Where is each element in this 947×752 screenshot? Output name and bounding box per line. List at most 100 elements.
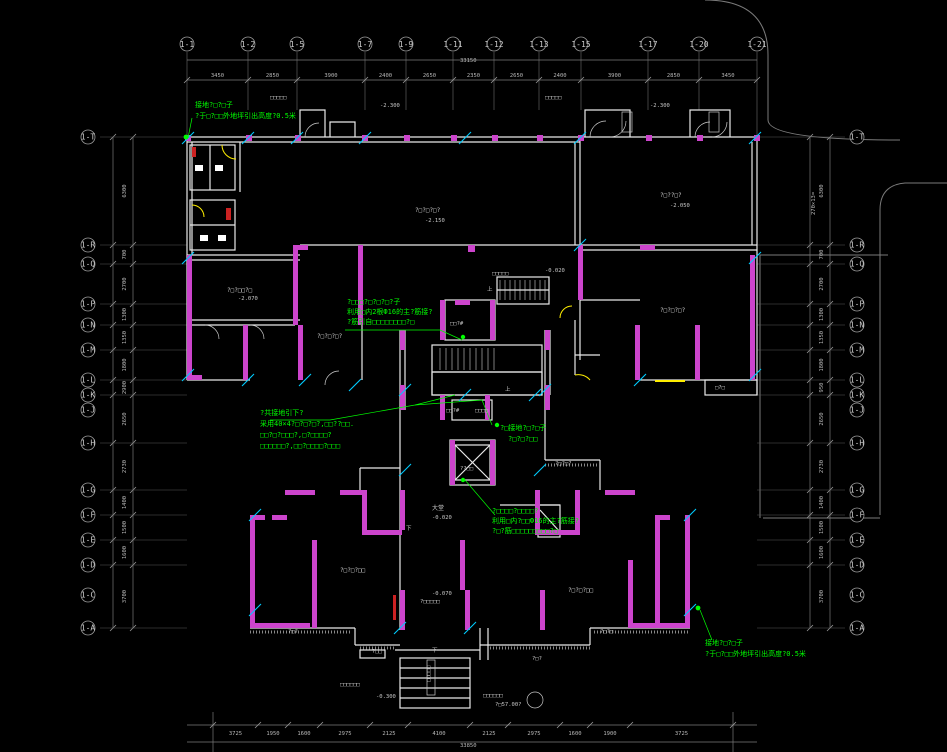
bottom-small-2: ?□? [532,656,542,662]
bottom-dimension-value: 1600 [297,731,310,737]
bottom-label: □□□□□□ [340,682,361,688]
annotation-dots [183,134,701,611]
bottom-small-1: ?□? [288,629,298,635]
grid-bubble-top [357,36,373,52]
grid-bubble-right [849,296,865,312]
grid-bubble-left [80,402,96,418]
grid-label-right: 1-N [850,321,865,330]
bottom-dimension-value: 2125 [482,731,495,737]
left-dimension-value: 2900 [122,381,128,394]
right-dimension-value: 950 [819,383,825,393]
dim-tick [366,721,374,729]
grid-label-left: 1-N [81,321,96,330]
dim-tick [209,721,217,729]
left-dimension-value: 6300 [122,184,128,197]
grid-label-right: 1-H [850,439,865,448]
bottom-dimension-value: 3725 [675,731,688,737]
grid-bubble-right [849,620,865,636]
dim-tick [535,76,543,84]
door-swings-white [204,120,728,386]
grid-label-right: 1-C [850,591,865,600]
room-level-hall: -2.150 [425,218,445,224]
grid-bubble-left [80,342,96,358]
grid-label-right: 1-K [850,391,865,400]
section-cut-mark [241,131,255,145]
dim-tick [490,76,498,84]
right-dimension-values: 6300700270013001350180095026502730140015… [819,184,825,603]
section-cut-mark [393,621,407,635]
dim-tick [316,721,324,729]
bottom-dimension-value: 2125 [382,731,395,737]
grid-bubble-right [849,387,865,403]
grid-bubble-top [691,36,707,52]
grid-label-top: 1-20 [689,40,708,49]
right-dimension-value: 6300 [819,184,825,197]
grid-label-top: 1-13 [529,40,548,49]
section-cut-mark [538,383,552,397]
right-flat-label: ?□?□?□□ [568,587,594,594]
bottom-dimension-value: 2975 [527,731,540,737]
note-3-line-4: □□□□□□?,□□?□□□□?□□□ [260,442,340,450]
up-mark-2: 上 [505,385,511,393]
room-labels: ?□?□?□? -2.150 ?□??□? -2.050 ?□?□□?□ -2.… [227,192,726,708]
shaft-label-1: □□?# [450,321,464,327]
grid-label-left: 1-T [81,133,96,142]
grid-label-right: 1-A [850,624,865,633]
grid-bubble-top [240,36,256,52]
top-dimension-value: 3900 [324,73,337,79]
note-4-line-2: ?□?□?□□ [508,435,538,443]
hatch-edges [250,463,688,650]
toilet-fixtures [195,165,226,241]
note-1-line-2: ?于□?□□外地坪引出高度?0.5米 [195,111,296,120]
right-dimension-value: 700 [819,250,825,260]
vertical-grid-lines [186,52,758,255]
fire-hydrants [192,147,396,620]
right-dimension-value: 1350 [819,331,825,344]
note-6-line-2: ?于□?□□外地坪引出高度?0.5米 [705,649,806,658]
note-1-line-1: 接地?□?□子 [195,100,233,109]
grid-label-top: 1-12 [484,40,503,49]
section-cut-mark [398,383,412,397]
structural-columns [185,135,760,630]
grid-label-top: 1-2 [241,40,256,49]
bottom-dimension-value: 1900 [603,731,616,737]
grid-bubble-right [849,256,865,272]
grid-bubble-top [445,36,461,52]
grid-label-left: 1-E [81,536,96,545]
bottom-small-4: ?□□ [372,649,383,655]
grid-label-top: 1-17 [638,40,657,49]
section-cut-mark [358,131,372,145]
grid-bubble-left [80,317,96,333]
section-cut-mark [290,131,304,145]
section-cut-mark [528,388,542,402]
left-dimension-value: 3700 [122,590,128,603]
bottom-dimension-value: 3725 [229,731,242,737]
grid-label-right: 1-R [850,241,865,250]
section-cut-mark [683,603,697,617]
grid-bubble-left [80,296,96,312]
grid-bubble-left [80,372,96,388]
right-dimension-value: 1600 [819,546,825,559]
grid-label-right: 1-E [850,536,865,545]
annotation-leaders [187,117,713,641]
grid-label-left: 1-L [81,376,96,385]
left-dimension-value: 1300 [122,308,128,321]
left-dimension-value: 2700 [122,277,128,290]
section-cut-mark [398,463,412,477]
note-2-line-3: ?筋引自□□□□□□□□?□ [347,317,414,326]
grid-bubble-right [849,317,865,333]
right-side-note: 270×13= [811,191,817,215]
note-4-line-1: ?□接地?□?□子 [500,423,546,432]
top-dimension-value: 2400 [553,73,566,79]
bottom-dimension-value: 2975 [338,731,351,737]
left-dimension-value: 2730 [122,460,128,473]
grid-bubble-left [80,620,96,636]
grid-bubble-right [849,557,865,573]
grid-bubble-left [80,129,96,145]
grid-label-left: 1-C [81,591,96,600]
right-dimension-value: 2730 [819,460,825,473]
right-dimension-value: 1400 [819,496,825,509]
grid-label-right: 1-D [850,561,865,570]
